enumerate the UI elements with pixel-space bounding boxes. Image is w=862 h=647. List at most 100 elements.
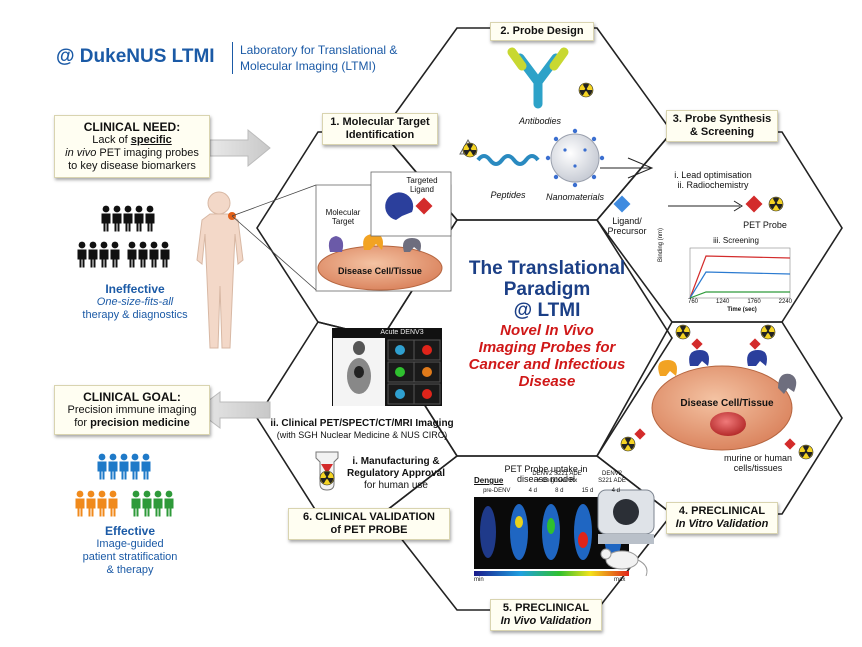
ligand-line2: Precursor	[607, 226, 647, 236]
center-title: The Translational Paradigm @ LTMI	[452, 258, 642, 321]
clinical-goal-line1: Precision immune imaging	[67, 404, 197, 416]
clinical-imaging-line1: ii. Clinical PET/SPECT/CT/MRI Imaging	[270, 418, 454, 429]
uptake-line2: disease model	[516, 474, 576, 484]
ineffective-people-icon	[77, 205, 170, 268]
targeted-ligand-line1: Targeted	[406, 176, 438, 185]
step4-line2: In Vitro Validation	[675, 518, 769, 530]
clinical-need-line1-emph: specific	[130, 134, 172, 146]
x-tick-2: 1760	[747, 299, 761, 305]
logo-divider	[232, 42, 233, 74]
clinical-imaging-label: ii. Clinical PET/SPECT/CT/MRI Imaging (w…	[262, 418, 462, 441]
uptake-label: PET Probe uptake in disease model	[496, 464, 596, 484]
center-subtitle: Novel In Vivo Imaging Probes for Cancer …	[452, 322, 642, 390]
step1-line2: Identification	[345, 129, 415, 141]
ineffective-label: Ineffective One-size-fits-all therapy & …	[60, 282, 210, 322]
logo-brand: @ DukeNUS LTMI	[56, 46, 215, 67]
step5-line2: In Vivo Validation	[500, 615, 592, 627]
center-title-line3: @ LTMI	[513, 300, 581, 321]
effective-people-orange-icon	[75, 490, 118, 517]
clinical-goal-box: CLINICAL GOAL: Precision immune imaging …	[54, 385, 210, 435]
clinical-need-line3: to key disease biomarkers	[68, 160, 196, 172]
step5-line1: 5. PRECLINICAL	[502, 602, 590, 614]
radiochemistry-label: ii. Radiochemistry	[677, 180, 749, 190]
timepoint-4: 4 d	[611, 488, 620, 494]
clinical-need-line2-italic: in vivo	[65, 147, 97, 159]
clinical-goal-line2-prefix: for	[74, 417, 91, 429]
screening-label: iii. Screening	[713, 236, 759, 245]
antibodies-label: Antibodies	[518, 116, 562, 126]
clinical-need-line1: Lack of specific	[57, 134, 207, 147]
clinical-goal-line2-emph: precision medicine	[90, 417, 190, 429]
hex1-disease-cell-label: Disease Cell/Tissue	[338, 266, 422, 276]
step2-label: 2. Probe Design	[490, 22, 594, 41]
human-body-icon	[196, 191, 244, 349]
center-sub-line3: Cancer and Infectious	[468, 356, 626, 373]
pet-probe-label: PET Probe	[743, 220, 787, 230]
clinical-need-line2-rest: PET imaging probes	[96, 147, 199, 159]
clinical-goal-heading: CLINICAL GOAL:	[83, 390, 181, 404]
scale-min-label: min	[474, 577, 484, 583]
clinical-scan-image	[332, 328, 442, 406]
manufacturing-line3: for human use	[364, 480, 428, 491]
effective-line2: patient stratification	[82, 551, 178, 563]
peptides-label: Peptides	[490, 190, 526, 200]
clinical-need-arrow	[209, 128, 271, 168]
center-sub-line4: Disease	[518, 373, 576, 390]
clinical-need-line2: in vivo PET imaging probes	[57, 147, 207, 160]
group-b-label: DENV2 S221 ADE	[594, 471, 630, 485]
x-tick-0: 760	[688, 299, 699, 305]
uptake-line1: PET Probe uptake in	[504, 464, 588, 474]
pet-probe-radiation-icon	[768, 196, 784, 212]
timepoint-labels: pre-DENV 4 d 8 d 15 d 4 d	[474, 488, 629, 494]
synthesis-steps: i. Lead optimisation ii. Radiochemistry	[668, 170, 758, 190]
nanomaterials-label: Nanomaterials	[545, 192, 605, 202]
dengue-label: Dengue	[474, 476, 504, 485]
ligand-diamond-icon	[613, 195, 631, 213]
radiopharmaceutical-vial-icon	[315, 451, 339, 491]
clinical-need-heading: CLINICAL NEED:	[83, 120, 181, 134]
group-a-line1: DENV2 S221 ADE	[532, 471, 582, 477]
manufacturing-label: i. Manufacturing & Regulatory Approval f…	[344, 456, 448, 492]
timepoint-1: 4 d	[528, 488, 537, 494]
group-b-line2: S221 ADE	[598, 478, 626, 484]
timepoint-0: pre-DENV	[483, 488, 511, 494]
group-a-label: DENV2 S221 ADE + Celgosivir Rx	[522, 471, 592, 485]
effective-line1: Image-guided	[96, 538, 164, 550]
synthesis-arrow-head	[733, 200, 743, 212]
molecular-target-label: Molecular Target	[318, 208, 368, 226]
screening-chart	[689, 247, 791, 299]
step1-line1: 1. Molecular Target	[330, 116, 430, 128]
center-title-line2: Paradigm	[503, 279, 591, 300]
screening-x-ticks: 760 1240 1760 2240	[688, 299, 792, 305]
step1-label: 1. Molecular Target Identification	[322, 113, 438, 145]
ineffective-line1: One-size-fits-all	[96, 296, 174, 308]
clinical-need-box: CLINICAL NEED: Lack of specific in vivo …	[54, 115, 210, 178]
ligand-line1: Ligand/	[612, 216, 642, 226]
antibody-icon	[507, 47, 569, 109]
murine-line2: cells/tissues	[733, 463, 783, 473]
mouse-icon	[600, 548, 648, 577]
x-tick-1: 1240	[715, 299, 730, 305]
target-illustration	[315, 171, 452, 292]
step2-text: 2. Probe Design	[500, 25, 584, 37]
molecular-target-line1: Molecular	[325, 208, 361, 217]
step3-line2: & Screening	[689, 126, 755, 138]
screening-y-axis-label: Binding (nm)	[658, 227, 664, 262]
timepoint-2: 8 d	[555, 488, 564, 494]
effective-people-green-icon	[131, 490, 174, 517]
targeted-ligand-line2: Ligand	[409, 185, 435, 194]
zoom-line-bottom	[231, 215, 317, 291]
lead-optimisation-label: i. Lead optimisation	[674, 170, 752, 180]
pet-scanner-icon	[597, 489, 655, 544]
step6-label: 6. CLINICAL VALIDATION of PET PROBE	[288, 508, 450, 540]
step4-line1: 4. PRECLINICAL	[678, 505, 766, 517]
effective-label: Effective Image-guided patient stratific…	[55, 524, 205, 577]
molecular-target-line2: Target	[331, 217, 355, 226]
group-b-line1: DENV2	[601, 471, 622, 477]
hex4-disease-cell-label: Disease Cell/Tissue	[680, 398, 774, 409]
clinical-need-line1-prefix: Lack of	[92, 134, 131, 146]
step3-label: 3. Probe Synthesis & Screening	[666, 110, 778, 142]
scan-caption: Acute DENV3	[380, 329, 424, 336]
manufacturing-line2: Regulatory Approval	[347, 468, 445, 479]
